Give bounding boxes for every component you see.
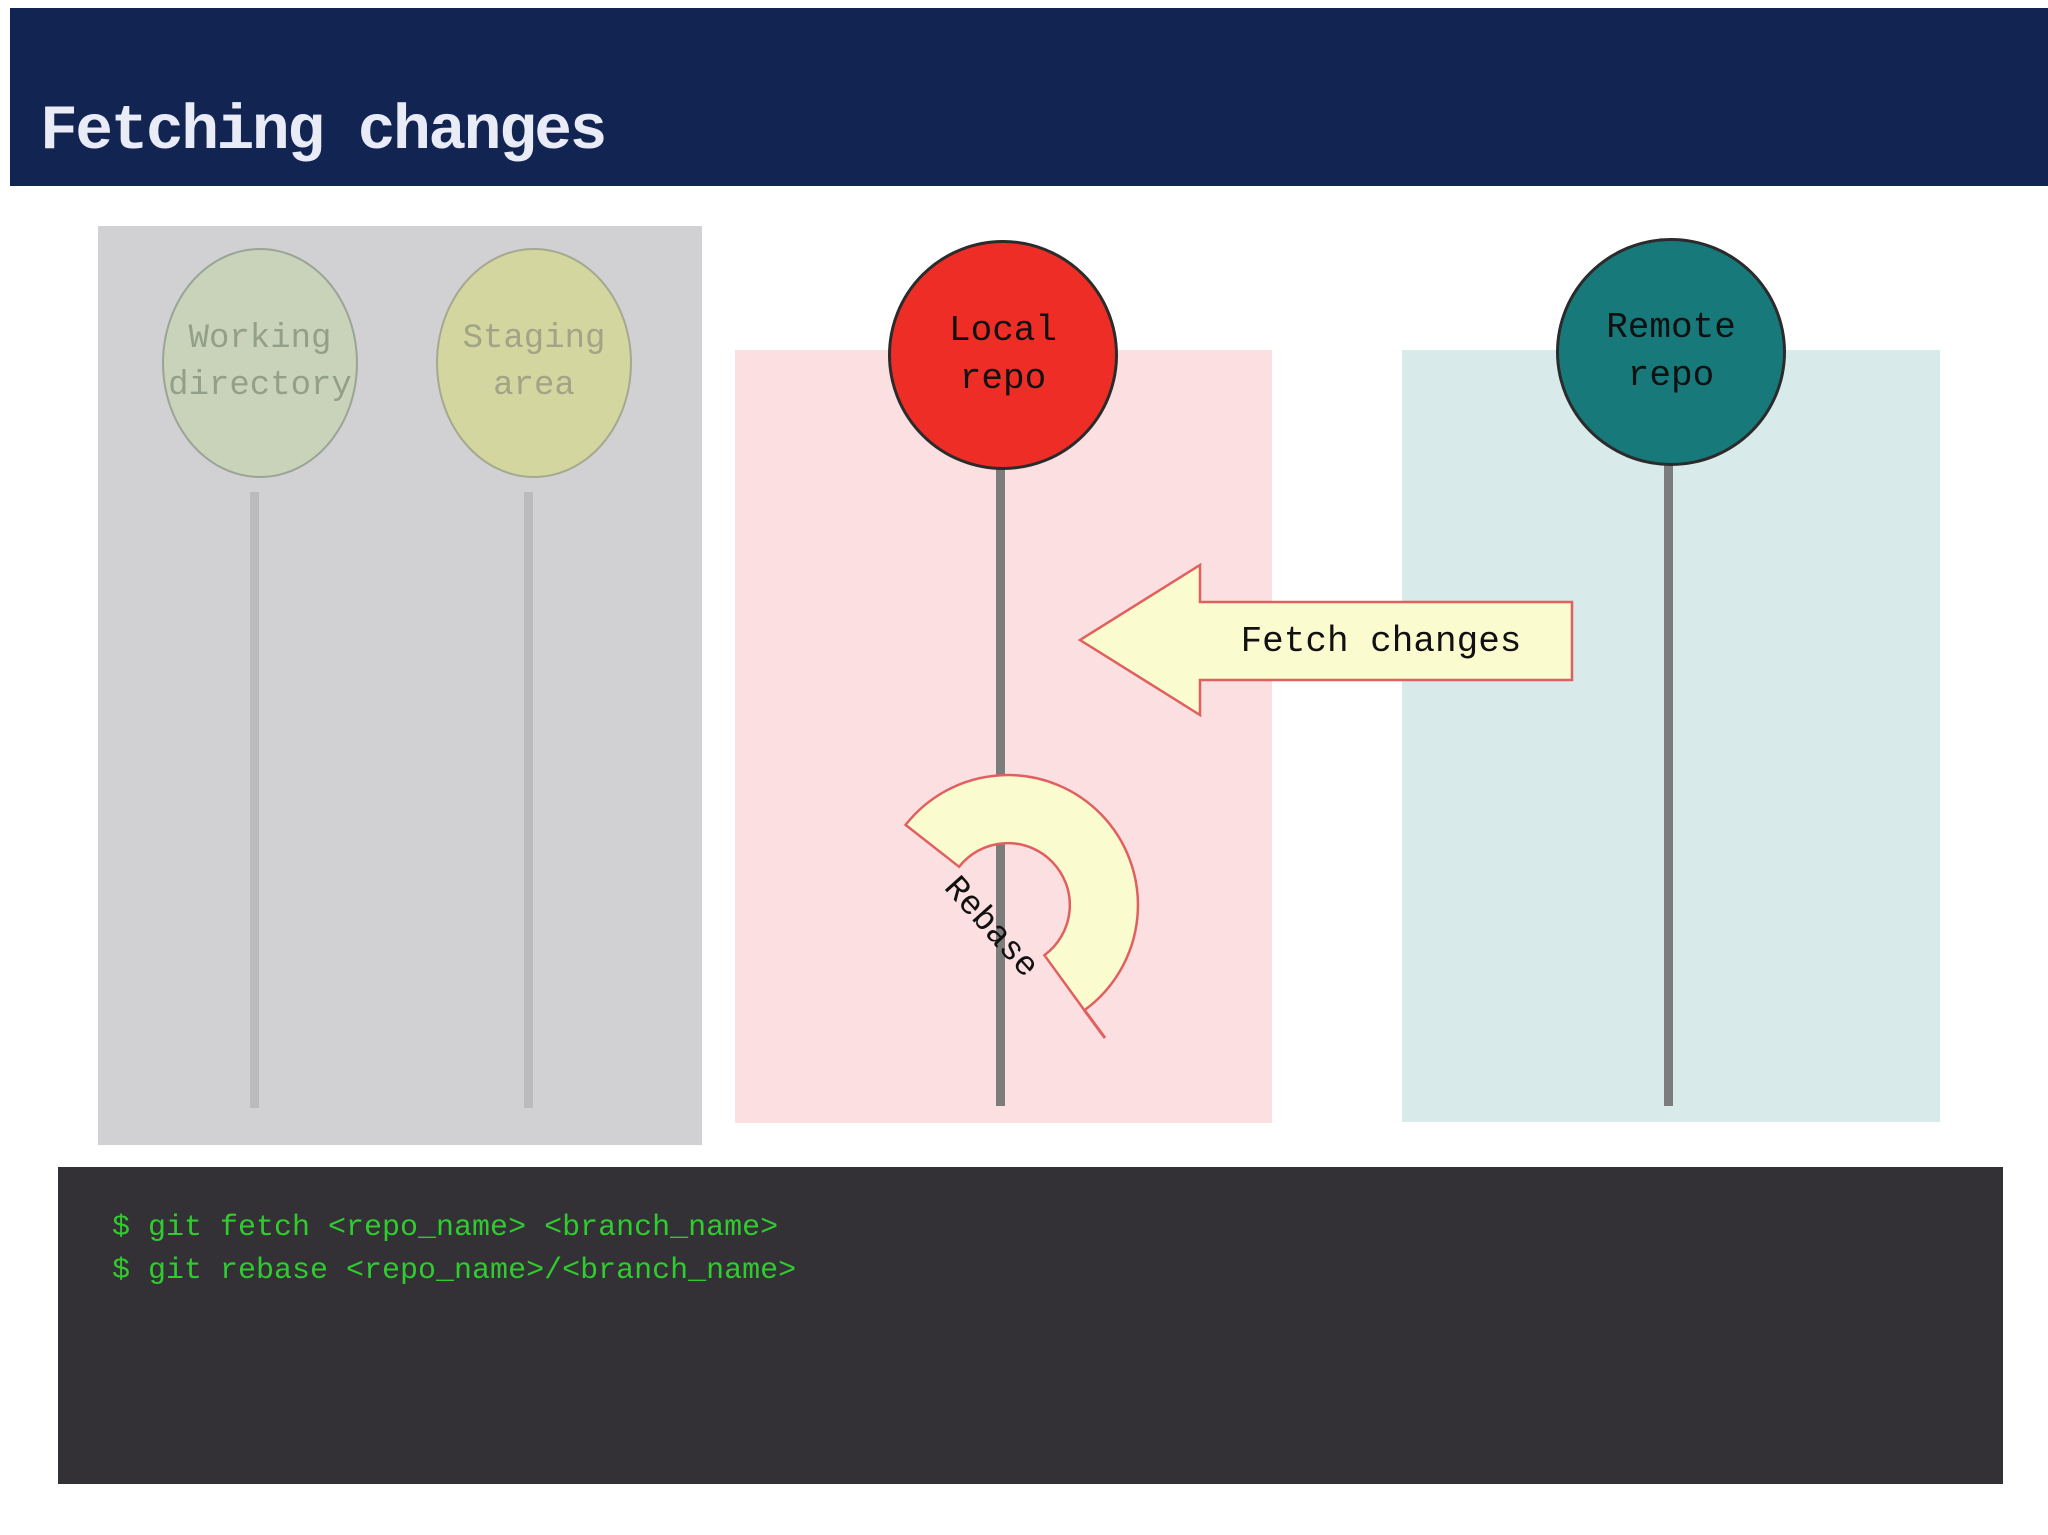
- working-directory-node: Working directory: [162, 248, 358, 478]
- working-directory-timeline: [250, 492, 259, 1108]
- remote-repo-node: Remote repo: [1556, 238, 1786, 466]
- fetch-arrow-label: Fetch changes: [1240, 621, 1522, 662]
- fetch-left-arrow-icon: [1077, 562, 1574, 718]
- staging-area-node: Staging area: [436, 248, 632, 478]
- terminal-command-rebase: $ git rebase <repo_name>/<branch_name>: [112, 1254, 797, 1288]
- rebase-arc-icon: [903, 773, 1140, 1039]
- staging-area-timeline: [524, 492, 533, 1108]
- terminal-command-fetch: $ git fetch <repo_name> <branch_name>: [112, 1211, 779, 1245]
- working-directory-label: Working directory: [168, 320, 352, 405]
- terminal-body: $ git fetch <repo_name> <branch_name> $ …: [58, 1167, 2003, 1293]
- terminal-window: $ git fetch <repo_name> <branch_name> $ …: [58, 1167, 2003, 1484]
- slide-title-bar: Fetching changes: [10, 8, 2048, 186]
- slide-title: Fetching changes: [40, 96, 607, 167]
- staging-area-label: Staging area: [462, 320, 606, 405]
- remote-repo-timeline: [1664, 460, 1673, 1106]
- local-repo-label: Local repo: [948, 310, 1058, 399]
- local-repo-node: Local repo: [888, 240, 1118, 470]
- remote-repo-label: Remote repo: [1606, 307, 1736, 396]
